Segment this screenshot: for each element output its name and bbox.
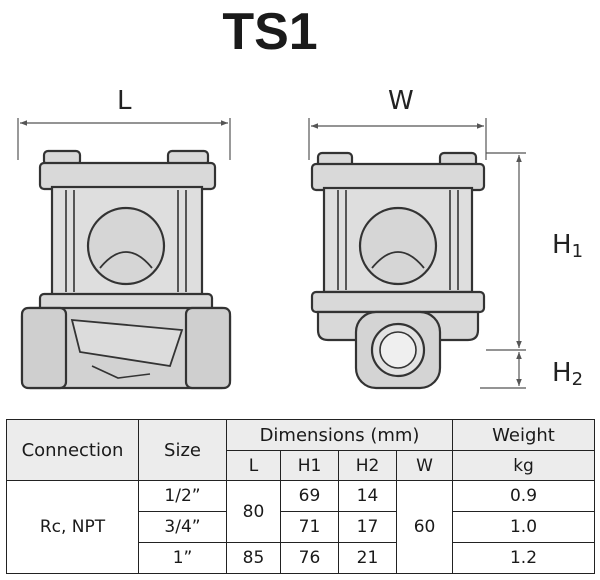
table-row: 1” 85 76 21 1.2 bbox=[7, 542, 596, 574]
header-dimensions: Dimensions (mm) bbox=[225, 419, 454, 451]
table-row: 3/4” 71 17 1.0 bbox=[7, 511, 596, 543]
cell-h2: 14 bbox=[338, 480, 397, 512]
front-view-drawing bbox=[308, 118, 526, 390]
header-h2: H2 bbox=[338, 450, 397, 481]
height2-label-main: H bbox=[552, 358, 572, 388]
cell-l: 80 bbox=[226, 480, 281, 543]
header-kg: kg bbox=[452, 450, 596, 481]
height1-label-main: H bbox=[552, 230, 572, 260]
cell-h1: 76 bbox=[280, 542, 339, 574]
cell-h2: 17 bbox=[338, 511, 397, 543]
cell-w: 60 bbox=[395, 480, 454, 574]
height2-label: H2 bbox=[552, 360, 583, 389]
cell-size: 3/4” bbox=[138, 511, 227, 543]
cell-h1: 69 bbox=[280, 480, 339, 512]
cell-size: 1” bbox=[138, 542, 227, 574]
cell-h2: 21 bbox=[338, 542, 397, 574]
cell-h1: 71 bbox=[280, 511, 339, 543]
cell-connection: Rc, NPT bbox=[6, 480, 139, 574]
header-size: Size bbox=[138, 419, 227, 481]
height1-label-sub: 1 bbox=[571, 241, 584, 262]
cell-l: 85 bbox=[226, 542, 281, 574]
header-connection: Connection bbox=[6, 419, 139, 481]
header-l: L bbox=[226, 450, 281, 481]
specification-table: Connection Size Dimensions (mm) Weight L… bbox=[6, 419, 596, 574]
front-view-width-label: W bbox=[388, 86, 414, 116]
header-h1: H1 bbox=[280, 450, 339, 481]
side-view-length-label: L bbox=[117, 86, 132, 116]
cell-size: 1/2” bbox=[138, 480, 227, 512]
cell-weight: 0.9 bbox=[452, 480, 596, 512]
height2-label-sub: 2 bbox=[571, 369, 584, 390]
height1-label: H1 bbox=[552, 232, 583, 261]
cell-weight: 1.2 bbox=[452, 542, 596, 574]
technical-drawing bbox=[17, 118, 526, 390]
cell-weight: 1.0 bbox=[452, 511, 596, 543]
header-weight: Weight bbox=[452, 419, 596, 451]
page-title: TS1 bbox=[222, 3, 318, 61]
side-view-drawing bbox=[17, 118, 232, 390]
header-w: W bbox=[395, 450, 454, 481]
table-row: Rc, NPT 1/2” 80 69 14 60 0.9 bbox=[6, 480, 596, 574]
